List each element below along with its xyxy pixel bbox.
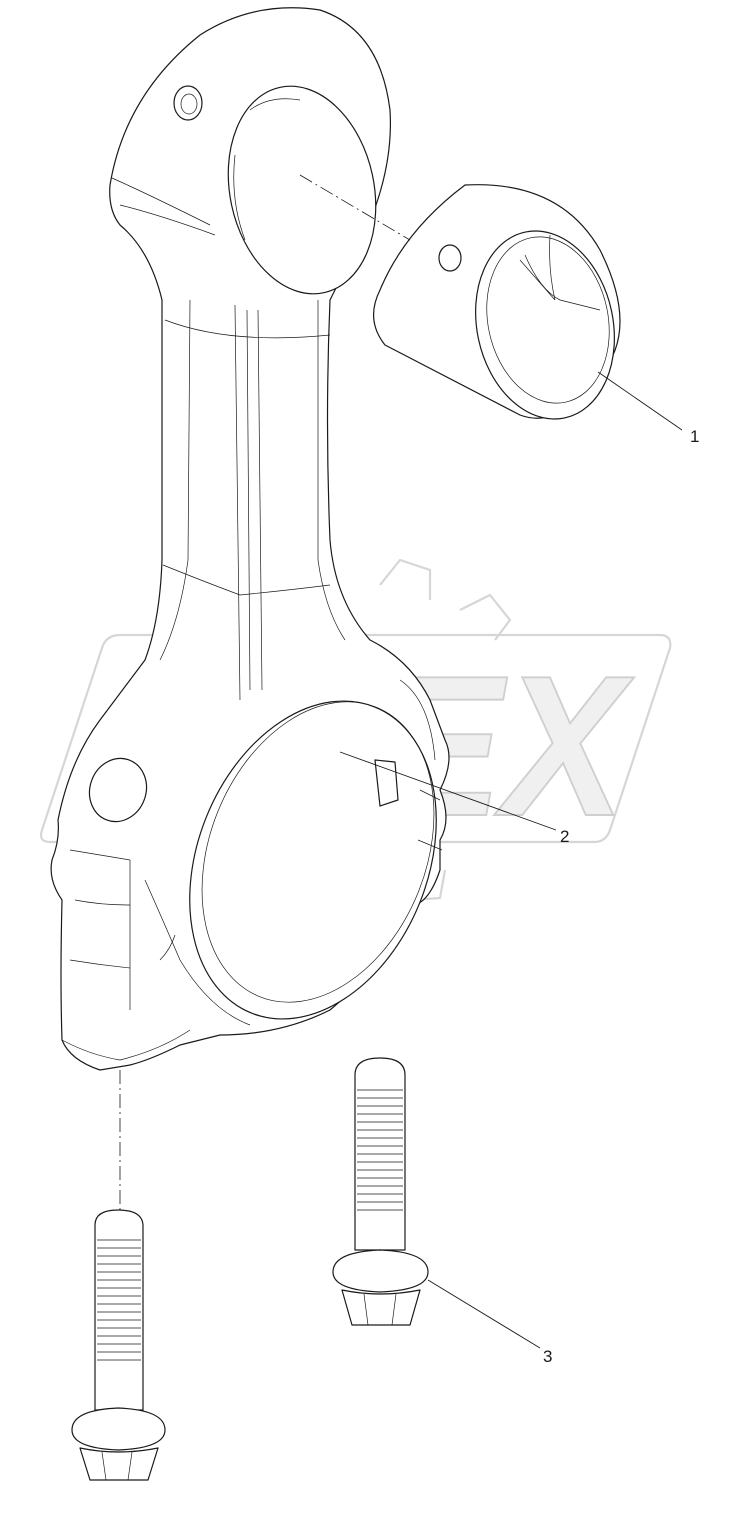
rod-small-end-oil-hole	[173, 85, 203, 121]
bolt-left-head	[79, 1447, 159, 1481]
bolt-left	[71, 1209, 166, 1481]
rod-shank-web-left-2	[246, 309, 251, 691]
callout-1: 1	[690, 427, 699, 446]
leader-1	[597, 371, 683, 431]
rod-big-end-eye-chamfer	[201, 701, 435, 1003]
rod-shank-web-left	[234, 304, 241, 701]
leader-3	[427, 1279, 541, 1349]
bolt-left-flange	[71, 1407, 166, 1451]
center-lines	[119, 174, 411, 1210]
bolt-right-head	[341, 1289, 421, 1326]
watermark-gear-outline	[39, 633, 672, 844]
rod-big-end-fillet	[144, 879, 251, 1026]
bushing-oil-hole	[438, 244, 462, 272]
callout-2: 2	[560, 827, 569, 846]
rod-small-end-band	[111, 177, 216, 236]
rod-shank-left-flange	[159, 299, 191, 661]
small-end-center-line	[299, 174, 411, 241]
bushing-bore	[475, 230, 615, 420]
rod-cap-boss-right	[399, 679, 443, 851]
bushing-oil-groove	[519, 234, 601, 311]
bolt-right-flange	[332, 1249, 429, 1293]
callout-3: 3	[543, 1347, 552, 1366]
bolt-right	[332, 1057, 429, 1326]
rod-small-end-eye	[227, 85, 377, 295]
rod-shank-band-mid	[162, 564, 331, 596]
bolt-left-head-edges	[101, 1451, 133, 1481]
bolt-right-head-edges	[363, 1293, 397, 1326]
rod-small-end-chamfer	[233, 98, 301, 241]
rod-shank-web-right	[257, 309, 263, 691]
rod-shank-right-flange	[317, 300, 346, 641]
rod-big-end-side-hole	[88, 757, 148, 823]
connecting-rod	[50, 7, 450, 1071]
bolt-left-threads	[97, 1239, 141, 1361]
bushing-bore-inner	[486, 236, 610, 404]
bushing	[373, 184, 621, 420]
rod-cap-boss-left	[69, 849, 131, 1010]
leader-lines	[339, 371, 683, 1349]
leader-2	[339, 751, 557, 831]
rod-cap-bottom-edge	[61, 1029, 191, 1061]
rod-shank-band-top	[164, 319, 331, 339]
rod-small-end-oil-hole-inner	[180, 93, 198, 115]
rod-big-end-tang-notch	[374, 759, 399, 807]
bolt-right-threads	[357, 1089, 403, 1211]
